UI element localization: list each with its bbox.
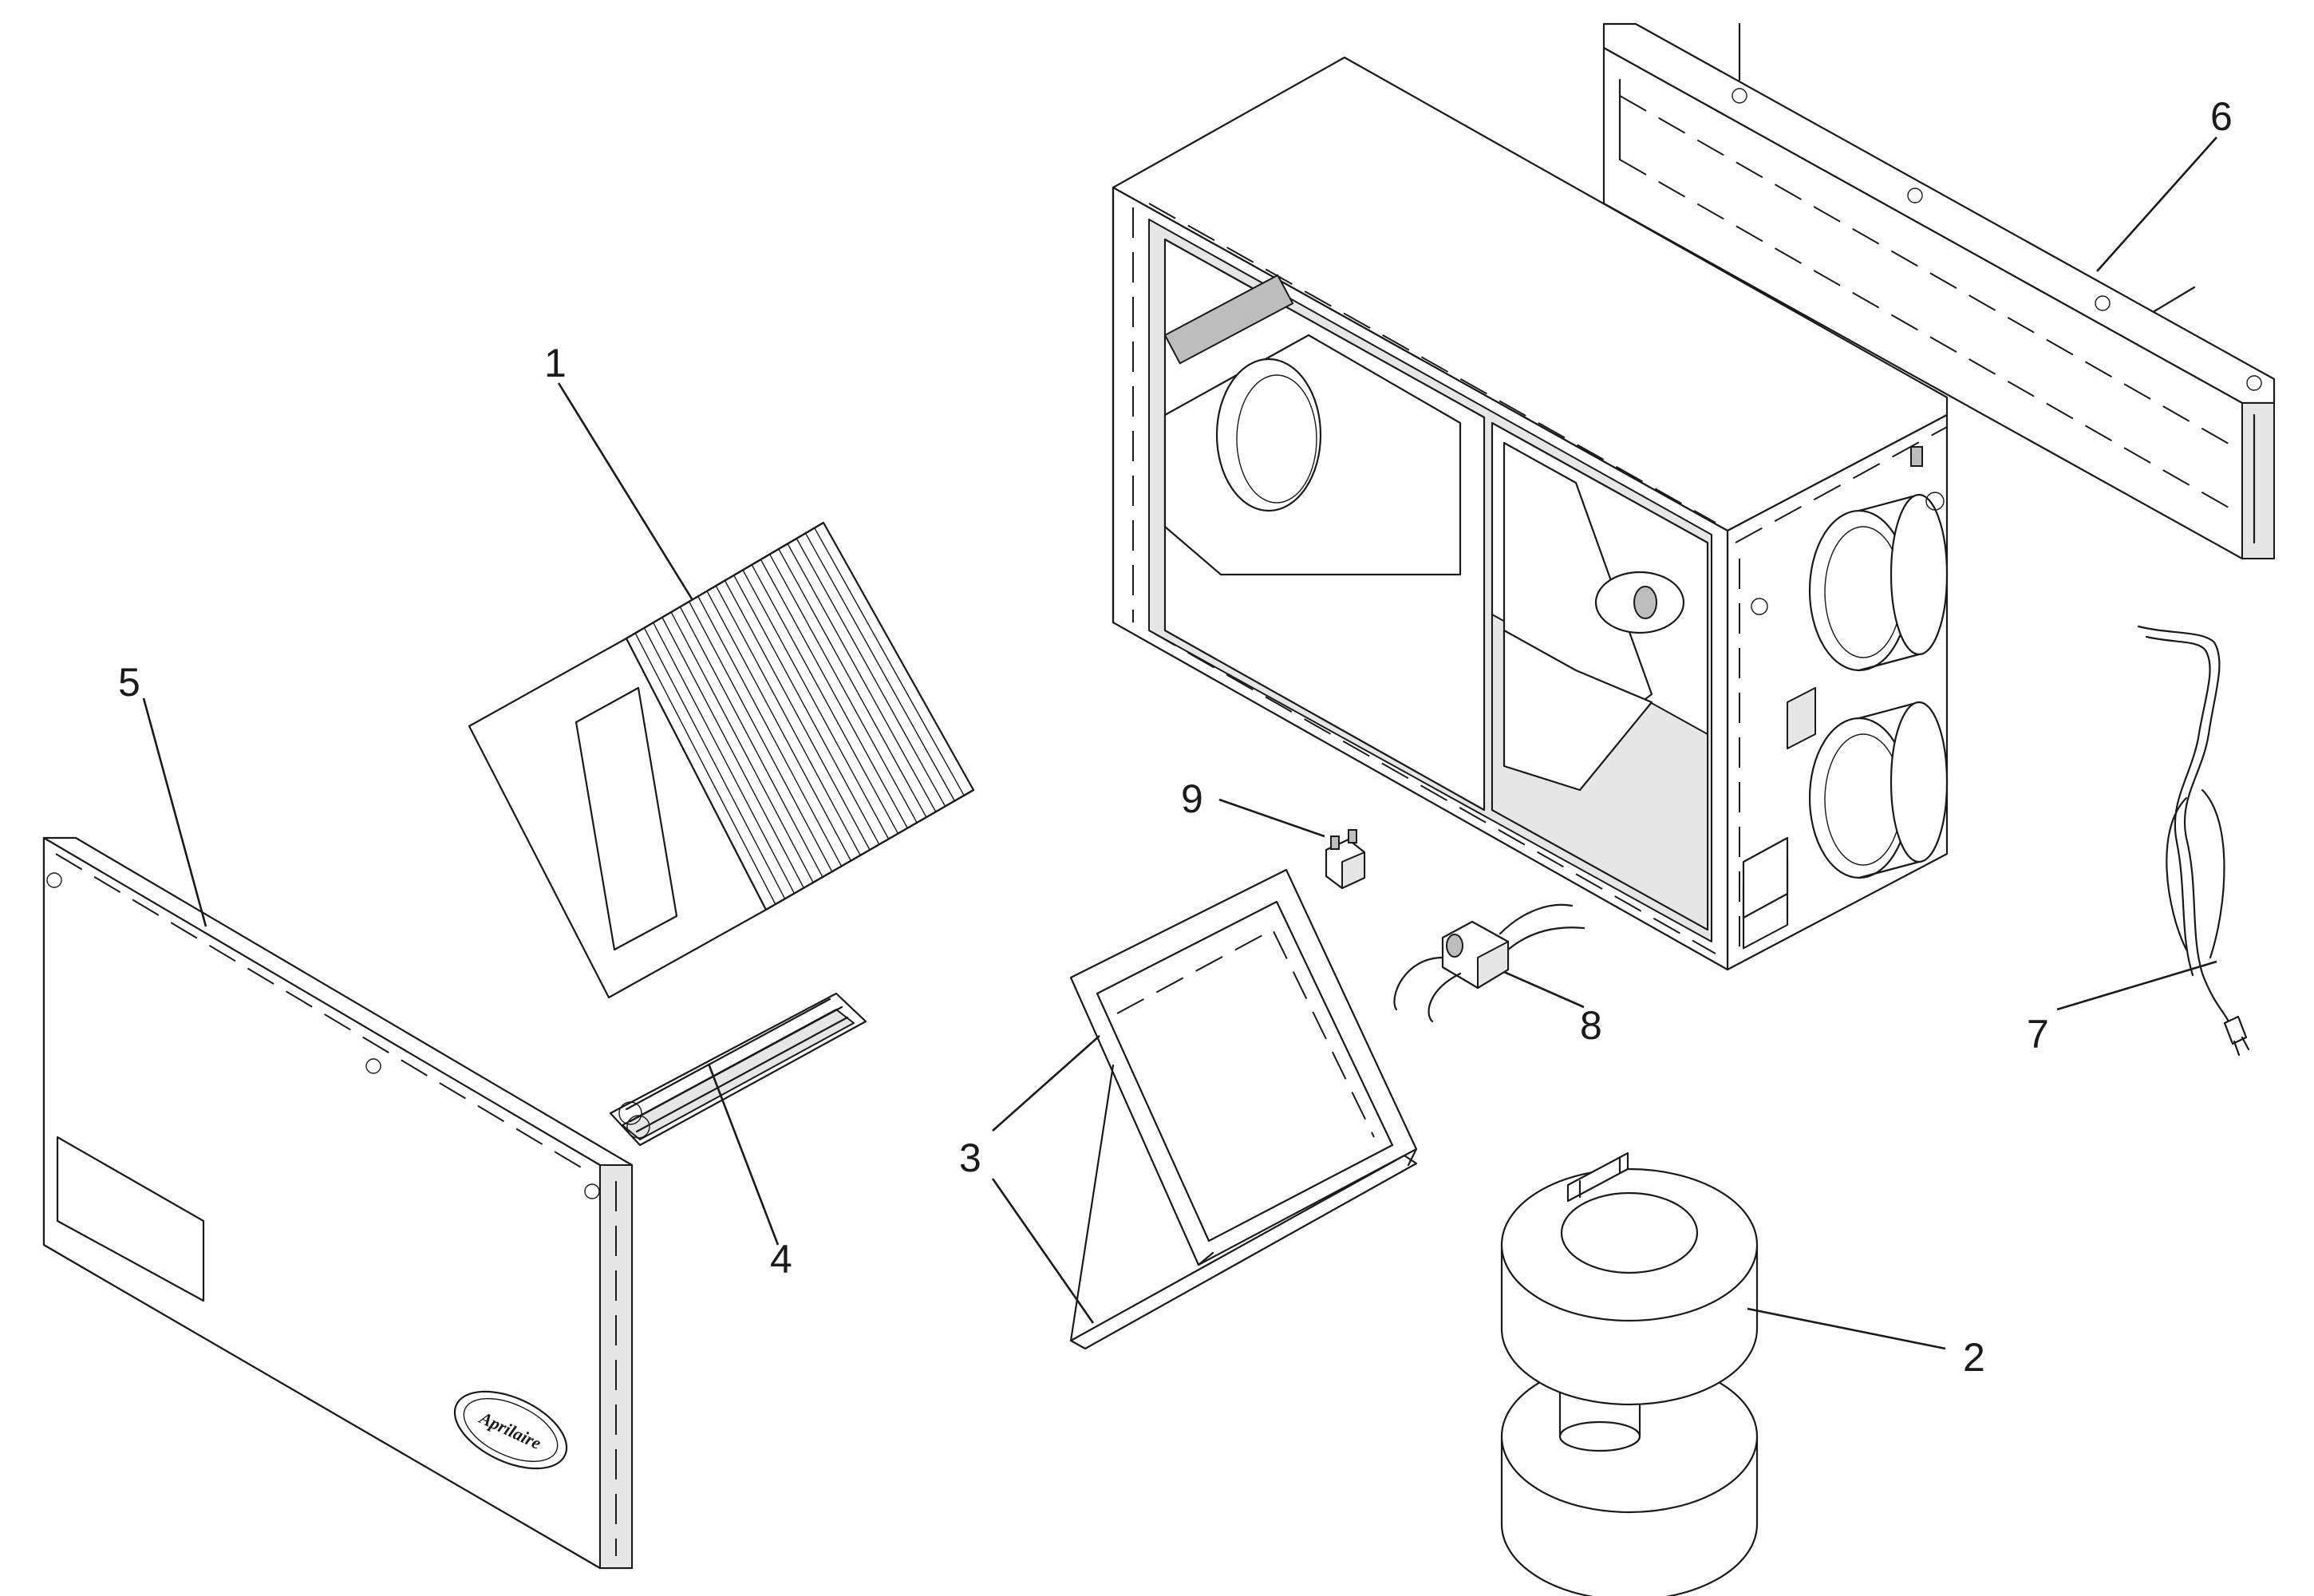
- callout-9: 9: [1181, 776, 1203, 821]
- core-fin: [733, 575, 880, 845]
- callout-1: 1: [544, 341, 567, 385]
- leader-9: [1218, 798, 1325, 838]
- core-fin: [724, 580, 871, 851]
- lower-duct-collar: [1808, 701, 1949, 879]
- core-fin: [778, 548, 927, 818]
- core-fin: [679, 606, 823, 878]
- core-fin: [715, 585, 861, 856]
- leader-lines: [142, 136, 2217, 1350]
- core-fin: [697, 595, 843, 867]
- callout-3: 3: [959, 1136, 981, 1180]
- leader-8: [1503, 970, 1585, 1009]
- leader-6: [2096, 136, 2217, 272]
- part-2-blower: [1500, 1152, 1759, 1596]
- core-fin: [787, 543, 937, 812]
- callout-7: 7: [2027, 1012, 2049, 1057]
- callout-6: 6: [2210, 94, 2233, 139]
- core-fin: [760, 559, 908, 829]
- part-9-relay: [1325, 829, 1366, 890]
- callout-4: 4: [770, 1237, 792, 1282]
- core-fin: [688, 601, 833, 872]
- core-fin: [706, 591, 851, 861]
- leader-7: [2056, 960, 2217, 1011]
- core-fin: [814, 527, 965, 796]
- core-fin: [653, 622, 796, 894]
- leader-2: [1747, 1307, 1946, 1350]
- part-8-transformer: [1393, 903, 1585, 1023]
- part-6-mounting-bracket: [1602, 22, 2276, 560]
- core-fin: [634, 633, 776, 905]
- callout-2: 2: [1963, 1335, 1985, 1380]
- leader-3b: [991, 1178, 1095, 1324]
- core-fin: [751, 564, 899, 834]
- core-fin: [769, 554, 918, 824]
- core-fin: [742, 569, 890, 839]
- leader-1: [557, 382, 694, 601]
- leader-3a: [992, 1035, 1100, 1132]
- core-fin: [661, 617, 804, 889]
- core-fin: [670, 611, 814, 883]
- part-3-drain-pan: [1069, 868, 1418, 1350]
- callout-5: 5: [118, 660, 140, 705]
- callout-labels: 1 2 3 4 5 6 7 8 9: [118, 94, 2233, 1380]
- core-fins: [634, 527, 965, 905]
- leader-4: [707, 1063, 780, 1246]
- brand-logo: Aprilaire: [453, 1390, 568, 1470]
- main-cabinet: [1112, 56, 1949, 971]
- core-fin: [804, 532, 955, 801]
- part-4-filter-cartridge: [609, 992, 867, 1147]
- upper-duct-collar: [1808, 493, 1949, 672]
- part-5-door: Aprilaire: [42, 836, 634, 1570]
- callout-8: 8: [1580, 1003, 1602, 1048]
- part-7-power-cord: [2137, 625, 2250, 1057]
- core-fin: [643, 627, 786, 899]
- leader-5: [142, 697, 207, 927]
- core-fin: [796, 538, 946, 807]
- part-1-core: [468, 521, 975, 999]
